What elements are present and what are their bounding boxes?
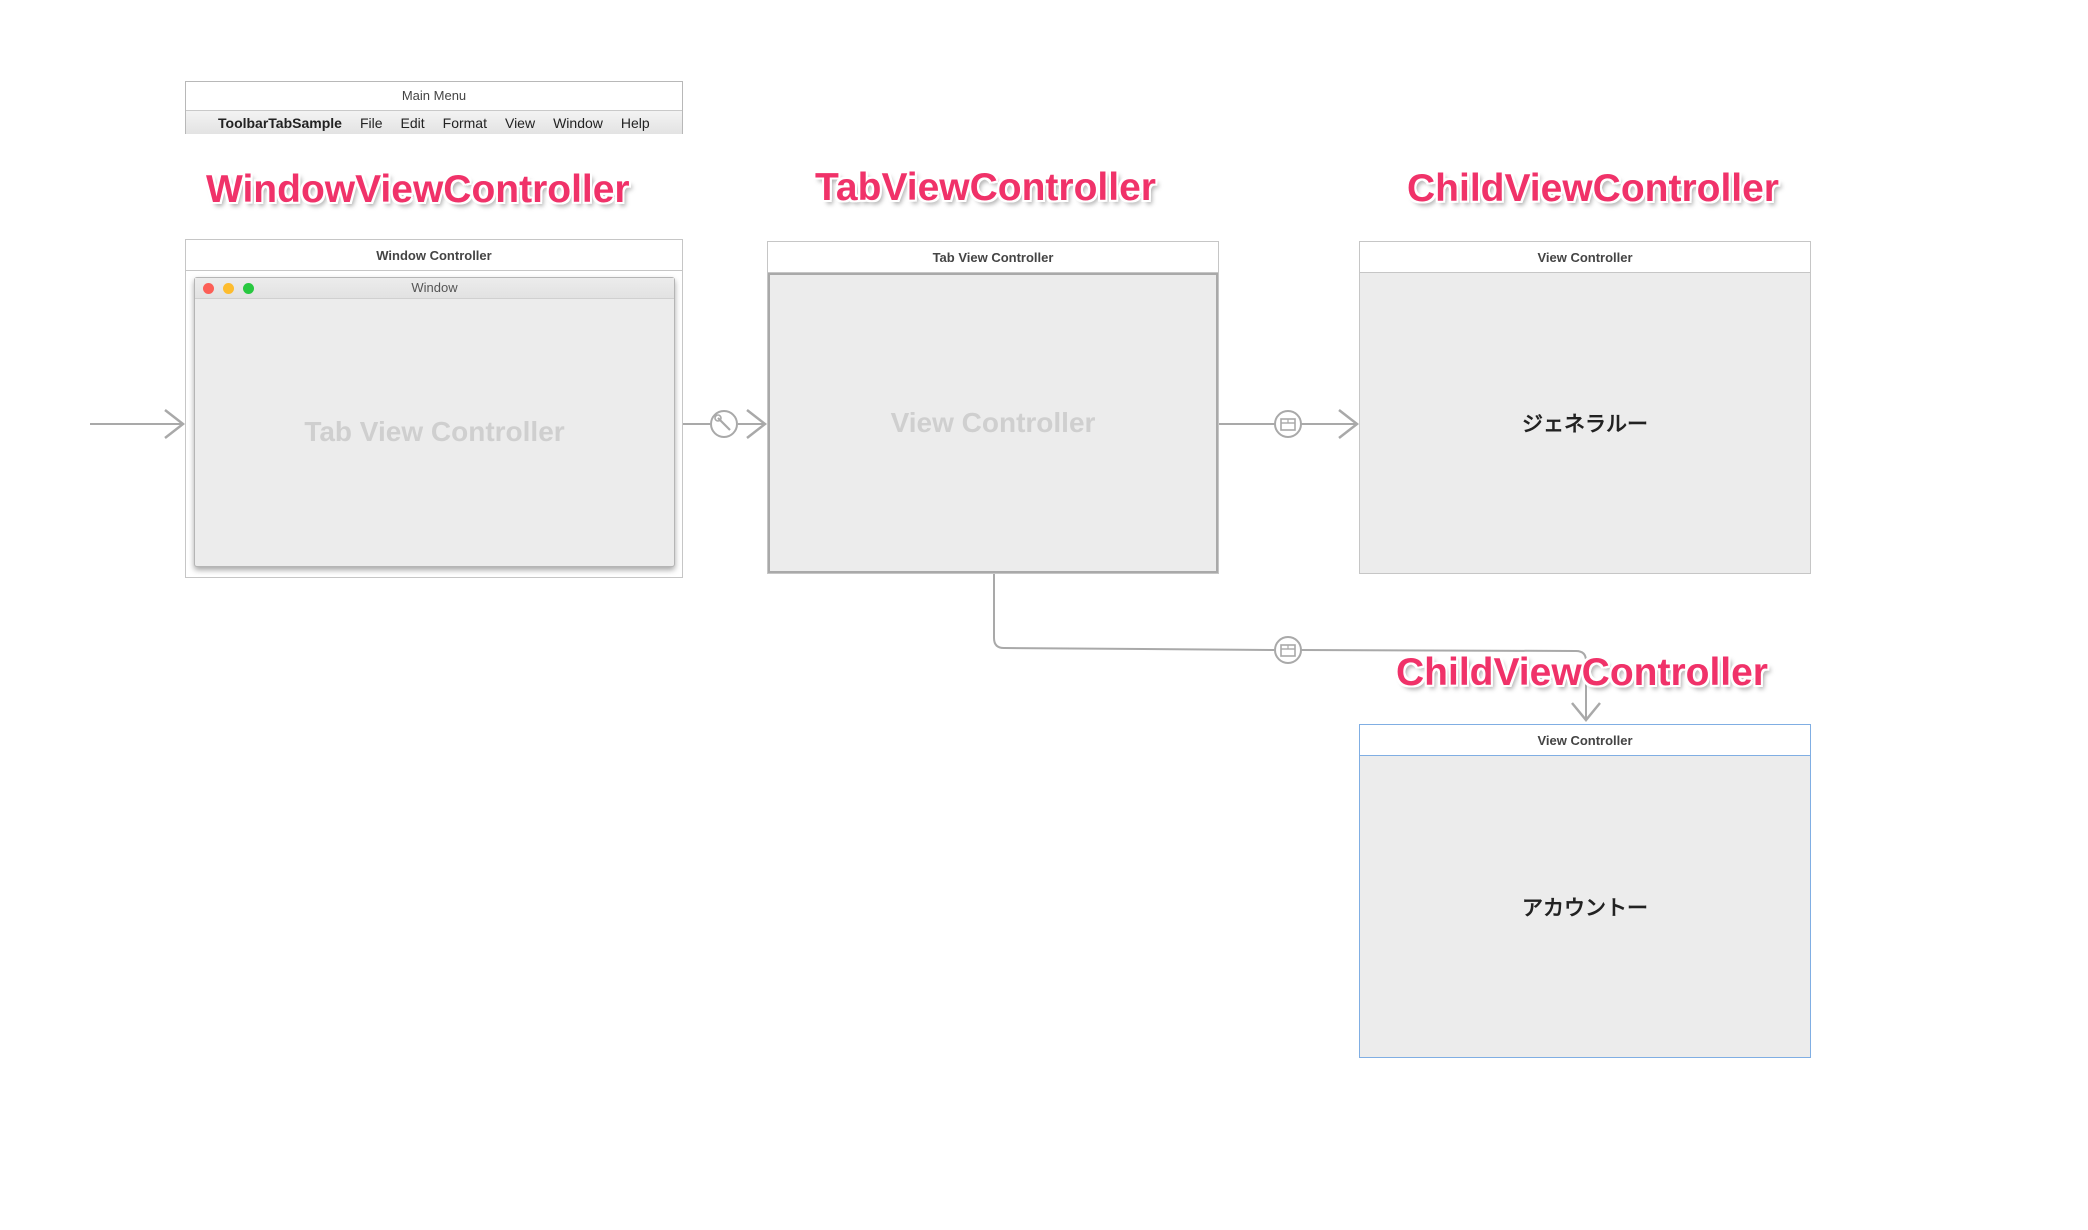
menu-item-help[interactable]: Help bbox=[620, 114, 650, 131]
scene-header[interactable]: Tab View Controller bbox=[768, 242, 1218, 273]
child-view-controller-scene-2[interactable]: View Controller アカウントー bbox=[1359, 724, 1811, 1058]
wrench-icon[interactable] bbox=[710, 410, 738, 438]
tab-view-content-placeholder: View Controller bbox=[768, 273, 1218, 573]
minimize-button-icon bbox=[223, 283, 234, 294]
zoom-button-icon bbox=[243, 283, 254, 294]
menu-item-app[interactable]: ToolbarTabSample bbox=[218, 114, 342, 131]
scene-header[interactable]: View Controller bbox=[1360, 242, 1810, 273]
menu-item-view[interactable]: View bbox=[504, 114, 536, 131]
scene-header[interactable]: View Controller bbox=[1360, 725, 1810, 756]
menu-item-format[interactable]: Format bbox=[442, 114, 487, 131]
main-menu-scene[interactable]: Main Menu ToolbarTabSample File Edit For… bbox=[185, 81, 683, 134]
annotation-window-view-controller: WindowViewController bbox=[206, 168, 630, 211]
tab-item-icon[interactable] bbox=[1274, 410, 1302, 438]
annotation-child-view-controller-1: ChildViewController bbox=[1407, 167, 1779, 210]
main-menu-title: Main Menu bbox=[401, 88, 467, 103]
menu-item-file[interactable]: File bbox=[359, 114, 383, 131]
menu-item-edit[interactable]: Edit bbox=[400, 114, 425, 131]
child-label-account[interactable]: アカウントー bbox=[1522, 895, 1648, 920]
window-controller-scene[interactable]: Window Controller Window Tab View Contro… bbox=[185, 239, 683, 578]
window-titlebar: Window bbox=[195, 278, 674, 299]
window-content-placeholder: Tab View Controller bbox=[304, 416, 565, 447]
menu-bar: ToolbarTabSample File Edit Format View W… bbox=[186, 110, 682, 134]
initial-controller-arrow[interactable] bbox=[90, 409, 186, 439]
child-view-controller-scene-1[interactable]: View Controller ジェネラルー bbox=[1359, 241, 1811, 574]
window-title: Window bbox=[411, 280, 458, 295]
tab-item-segue-2[interactable] bbox=[993, 574, 1601, 722]
annotation-child-view-controller-2: ChildViewController bbox=[1396, 651, 1768, 694]
annotation-tab-view-controller: TabViewController bbox=[815, 166, 1156, 209]
menu-item-window[interactable]: Window bbox=[553, 114, 603, 131]
window-content-segue[interactable] bbox=[683, 409, 768, 439]
child-label-general[interactable]: ジェネラルー bbox=[1522, 412, 1648, 436]
tab-item-segue-1[interactable] bbox=[1219, 409, 1360, 439]
close-button-icon bbox=[203, 283, 214, 294]
scene-header[interactable]: Window Controller bbox=[186, 240, 682, 271]
window-preview[interactable]: Window Tab View Controller bbox=[194, 277, 675, 567]
tab-item-icon[interactable] bbox=[1274, 636, 1302, 664]
tab-view-controller-scene[interactable]: Tab View Controller View Controller bbox=[767, 241, 1219, 574]
